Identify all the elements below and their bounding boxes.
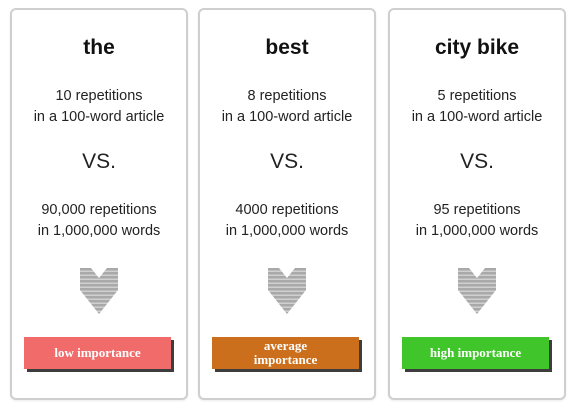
corpus-context: in 1,000,000 words — [415, 223, 539, 239]
importance-badge-low: low importance — [24, 337, 171, 369]
badge-label: high importance — [429, 345, 522, 360]
article-count: 8 repetitions — [247, 88, 327, 104]
term-title: city bike — [434, 36, 520, 59]
versus-label: VS. — [82, 150, 116, 173]
article-context: in a 100-word article — [221, 109, 353, 125]
article-count: 5 repetitions — [437, 88, 517, 104]
corpus-count: 90,000 repetitions — [41, 202, 157, 218]
badge-label-line1: average — [263, 338, 308, 353]
badge-label: average importance — [254, 339, 318, 367]
term-card-best: best 8 repetitions in a 100-word article… — [198, 8, 376, 400]
corpus-context: in 1,000,000 words — [225, 223, 349, 239]
corpus-count: 4000 repetitions — [235, 202, 339, 218]
term-title: best — [265, 36, 309, 59]
versus-label: VS. — [460, 150, 494, 173]
corpus-context: in 1,000,000 words — [37, 223, 161, 239]
badge-label: low importance — [54, 345, 141, 360]
importance-badge-high: high importance — [402, 337, 549, 369]
chevron-down-icon — [458, 268, 496, 314]
chevron-down-icon — [80, 268, 118, 314]
article-context: in a 100-word article — [411, 109, 543, 125]
importance-badge-average: average importance — [212, 337, 359, 369]
versus-label: VS. — [270, 150, 304, 173]
badge-label-line2: importance — [253, 352, 318, 367]
article-count: 10 repetitions — [55, 88, 143, 104]
chevron-down-icon — [268, 268, 306, 314]
term-card-city-bike: city bike 5 repetitions in a 100-word ar… — [388, 8, 566, 400]
term-card-the: the 10 repetitions in a 100-word article… — [10, 8, 188, 400]
term-title: the — [83, 36, 115, 59]
article-context: in a 100-word article — [33, 109, 165, 125]
corpus-count: 95 repetitions — [433, 202, 521, 218]
